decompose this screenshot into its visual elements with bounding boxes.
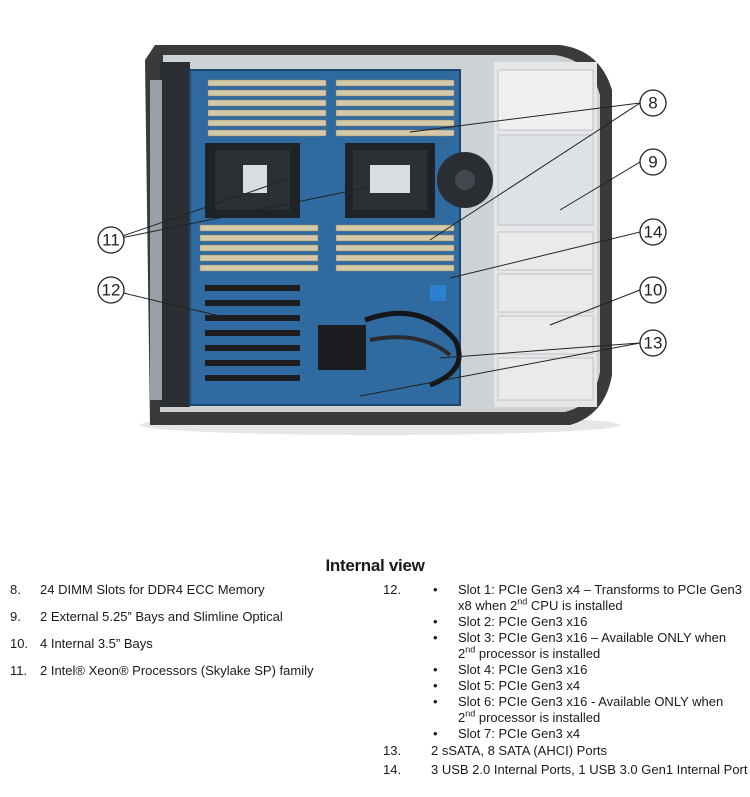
callout-10: 10 xyxy=(644,281,663,300)
callout-14: 14 xyxy=(644,223,663,242)
workstation-internal-view-image: 8 9 10 11 12 13 14 xyxy=(97,45,667,435)
left-feature-list: 8.24 DIMM Slots for DDR4 ECC Memory 9.2 … xyxy=(10,582,340,690)
slot-7: Slot 7: PCIe Gen3 x4 xyxy=(431,726,743,742)
slot-3: Slot 3: PCIe Gen3 x16 – Available ONLY w… xyxy=(431,630,743,662)
list-item-12: 12. Slot 1: PCIe Gen3 x4 – Transforms to… xyxy=(383,582,743,742)
list-item-11: 11.2 Intel® Xeon® Processors (Skylake SP… xyxy=(10,663,314,678)
section-heading: Internal view xyxy=(325,556,425,575)
callout-12: 12 xyxy=(102,281,121,300)
slot-6: Slot 6: PCIe Gen3 x16 - Available ONLY w… xyxy=(431,694,743,726)
slot-2: Slot 2: PCIe Gen3 x16 xyxy=(431,614,743,630)
list-item-10: 10.4 Internal 3.5” Bays xyxy=(10,636,153,651)
callout-13: 13 xyxy=(644,334,663,353)
slot-1: Slot 1: PCIe Gen3 x4 – Transforms to PCI… xyxy=(431,582,743,614)
callout-11: 11 xyxy=(102,231,120,250)
right-feature-list: 12. Slot 1: PCIe Gen3 x4 – Transforms to… xyxy=(383,582,748,778)
list-item-9: 9.2 External 5.25” Bays and Slimline Opt… xyxy=(10,609,283,624)
list-item-14: 14.3 USB 2.0 Internal Ports, 1 USB 3.0 G… xyxy=(383,762,748,777)
pcie-slot-list: Slot 1: PCIe Gen3 x4 – Transforms to PCI… xyxy=(431,582,743,742)
callout-8: 8 xyxy=(648,94,657,113)
slot-5: Slot 5: PCIe Gen3 x4 xyxy=(431,678,743,694)
callout-9: 9 xyxy=(648,153,657,172)
list-item-8: 8.24 DIMM Slots for DDR4 ECC Memory xyxy=(10,582,265,597)
slot-4: Slot 4: PCIe Gen3 x16 xyxy=(431,662,743,678)
list-item-13: 13.2 sSATA, 8 SATA (AHCI) Ports xyxy=(383,743,608,758)
